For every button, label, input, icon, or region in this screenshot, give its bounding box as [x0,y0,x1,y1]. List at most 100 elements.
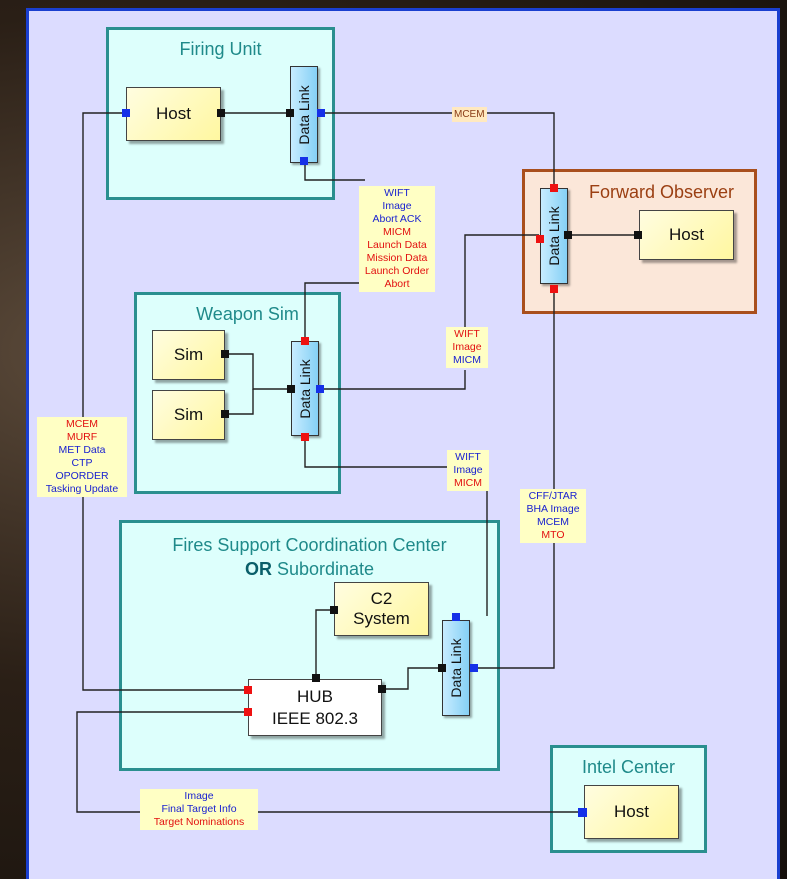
label-ws-fscc-item: WIFT [455,451,481,463]
label-mcem-top-text: MCEM [454,109,485,120]
label-hub-to-intel: Image Final Target Info Target Nominatio… [140,789,258,830]
sim-box-2: Sim [152,390,225,440]
port-hub-top [312,674,320,682]
port-hub-left-1 [244,686,252,694]
wire-ws-sim2 [226,389,254,415]
wire-fo-to-ws [464,234,539,348]
hub-box: HUB IEEE 802.3 [248,679,382,736]
wire-ws-top-to-label [304,282,359,341]
weapon-sim-title: Weapon Sim [196,304,299,324]
label-fu-hub-item: CTP [71,457,93,469]
intel-host-box: Host [584,785,679,839]
label-ws-fscc-item: MICM [454,477,482,489]
port-hub-left-2 [244,708,252,716]
port-fu-dl-bottom [300,157,308,165]
fscc-title-or: OR [244,559,272,579]
fo-host-label: Host [669,225,704,244]
fo-host-box: Host [639,210,734,260]
intel-host-label: Host [614,802,649,821]
label-ws-to-fo: WIFT Image MICM [446,327,488,368]
port-intel-host-left [578,808,587,817]
label-fu-fo-item: WIFT [384,187,410,199]
wire-hub-to-intel [76,711,581,813]
port-fo-dl-bottom [550,285,558,293]
forward-observer-title: Forward Observer [588,182,735,202]
fscc-title-sub: Subordinate [276,559,375,579]
fscc-title-line1: Fires Support Coordination Center [172,535,447,555]
label-fo-to-fscc: CFF/JTAR BHA Image MCEM MTO [520,489,586,543]
c2-line2: System [353,609,410,628]
c2-system-label: C2 System [353,589,410,629]
label-ws-to-fscc: WIFT Image MICM [447,450,489,491]
label-fu-fo-item: Launch Order [364,265,430,277]
c2-system-box: C2 System [334,582,429,636]
label-fu-fo-item: Launch Data [367,239,427,251]
hub-line1: HUB [297,686,333,706]
hub-label: HUB IEEE 802.3 [272,686,358,730]
label-mcem-top: MCEM [452,107,487,122]
port-ws-dl-left [287,385,295,393]
fu-data-link: Data Link [290,66,318,163]
label-fu-fo-item: Abort ACK [372,213,422,225]
label-fu-fo-item: Mission Data [366,252,428,264]
sim-1-label: Sim [173,345,204,364]
label-ws-fo-item: WIFT [454,328,480,340]
port-fu-host-left [122,109,130,117]
wire-fo-to-fscc-datalink [474,288,555,669]
label-fu-hub-item: OPORDER [55,470,109,482]
sim-box-1: Sim [152,330,225,380]
port-ws-dl-top [301,337,309,345]
fo-data-link-label: Data Link [546,206,562,266]
label-fu-fo-item: MICM [383,226,411,238]
firing-unit-title: Firing Unit [179,39,262,59]
label-ws-fscc-item: Image [453,464,483,476]
port-fo-dl-right [564,231,572,239]
label-fu-to-hub: MCEM MURF MET Data CTP OPORDER Tasking U… [37,417,127,497]
label-fu-to-fo: WIFT Image Abort ACK MICM Launch Data Mi… [359,186,435,292]
port-ws-dl-right [316,385,324,393]
wire-fu-host-to-hub [82,112,248,691]
port-fscc-dl-left [438,664,446,672]
ws-data-link-label: Data Link [297,358,313,419]
label-ws-fo-item: Image [452,341,482,353]
port-fo-host-left [634,231,642,239]
label-fu-hub-item: MURF [66,431,98,443]
label-fu-hub-item: MCEM [65,418,99,430]
wire-hub-to-fscc-datalink [382,667,442,690]
ws-data-link: Data Link [291,341,319,436]
port-fo-dl-left [536,235,544,243]
fscc-data-link: Data Link [442,620,470,716]
port-fo-dl-top [550,184,558,192]
port-fu-host-right [217,109,225,117]
sim-2-label: Sim [173,405,204,424]
port-fscc-dl-right [470,664,478,672]
hub-line2: IEEE 802.3 [271,708,358,728]
wire-ws-datalink-to-label [321,370,466,390]
wire-hub-to-c2 [315,609,334,678]
port-sim2-right [221,410,229,418]
fu-host-box: Host [126,87,221,141]
port-hub-right [378,685,386,693]
label-fo-fscc-item: MTO [541,529,565,541]
label-fu-hub-item: MET Data [58,444,106,456]
label-fu-hub-item: Tasking Update [45,483,119,495]
label-hub-intel-item: Target Nominations [153,816,245,828]
wire-fu-datalink-label [304,163,365,181]
fscc-data-link-label: Data Link [448,638,464,698]
port-c2-left [330,606,338,614]
label-fo-fscc-item: BHA Image [526,503,580,515]
wire-fu-datalink-fo-datalink [321,112,555,188]
port-ws-dl-bottom [301,433,309,441]
c2-line1: C2 [370,589,393,608]
intel-center-title: Intel Center [581,757,676,777]
wire-ws-sim1 [226,353,291,390]
label-fo-fscc-item: CFF/JTAR [528,490,578,502]
label-hub-intel-item: Final Target Info [161,803,237,815]
fu-host-label: Host [156,104,191,123]
port-fu-dl-left [286,109,294,117]
port-sim1-right [221,350,229,358]
label-ws-fo-item: MICM [453,354,481,366]
port-fscc-dl-top [452,613,460,621]
label-fu-fo-item: Abort [384,278,410,290]
